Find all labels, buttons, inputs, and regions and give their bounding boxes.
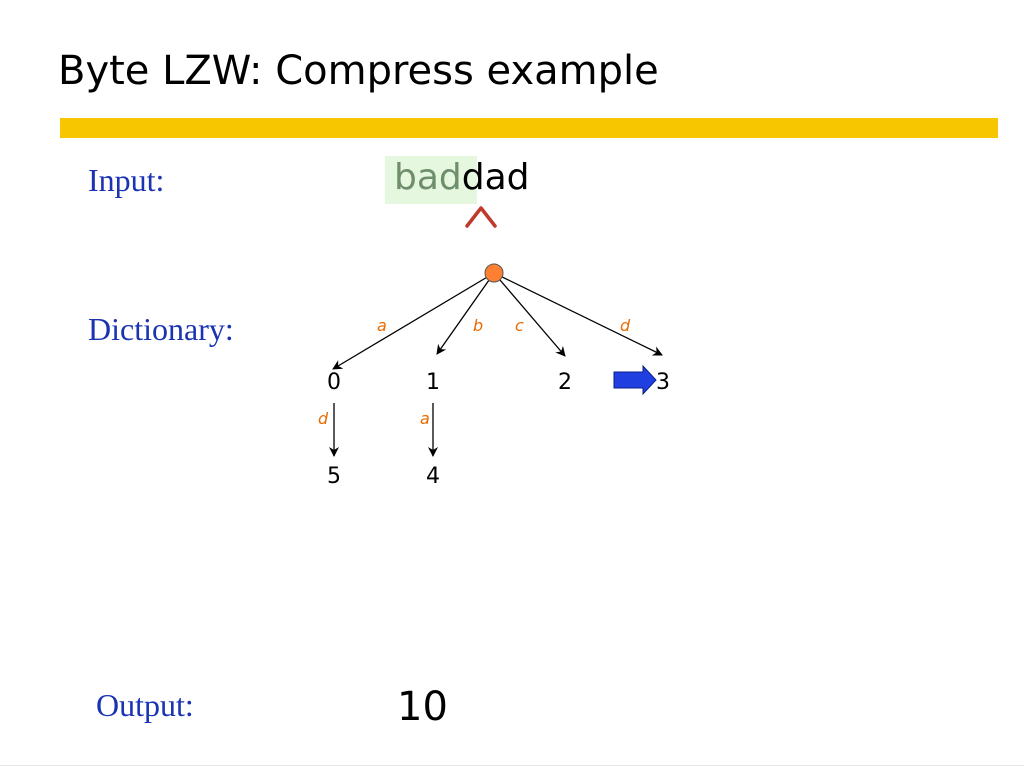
input-label: Input: [88, 162, 165, 198]
current-node-arrow-icon [613, 364, 657, 396]
edge-root-2 [493, 272, 566, 357]
trie-node-2: 2 [558, 370, 572, 395]
edge-root-0 [332, 272, 495, 370]
edge-label-a: a [377, 316, 387, 335]
edge-label-c: c [515, 316, 524, 335]
trie-node-0: 0 [327, 370, 341, 395]
edge-label-b: b [473, 316, 483, 335]
title-underline-bar [60, 118, 998, 138]
edge-label-d: d [620, 316, 631, 335]
input-remaining: dad [461, 157, 530, 198]
input-consumed: bad [394, 157, 462, 198]
trie-node-4: 4 [426, 464, 440, 489]
trie-node-1: 1 [426, 370, 440, 395]
slide-title: Byte LZW: Compress example [58, 48, 659, 94]
trie-node-3: 3 [656, 370, 670, 395]
edge-label-d-child: d [318, 409, 329, 428]
trie-root-node [484, 263, 504, 283]
output-value: 10 [397, 684, 448, 730]
consumed-input-highlight [385, 156, 477, 204]
dictionary-label: Dictionary: [88, 311, 234, 347]
slide-bottom-edge [0, 765, 1024, 766]
trie-node-5: 5 [327, 464, 341, 489]
input-position-caret-icon [465, 206, 497, 228]
input-string: baddad [394, 157, 530, 198]
edge-root-3 [493, 272, 663, 356]
edge-root-1 [436, 272, 495, 355]
edge-label-a-child: a [420, 409, 430, 428]
output-label: Output: [96, 687, 194, 723]
